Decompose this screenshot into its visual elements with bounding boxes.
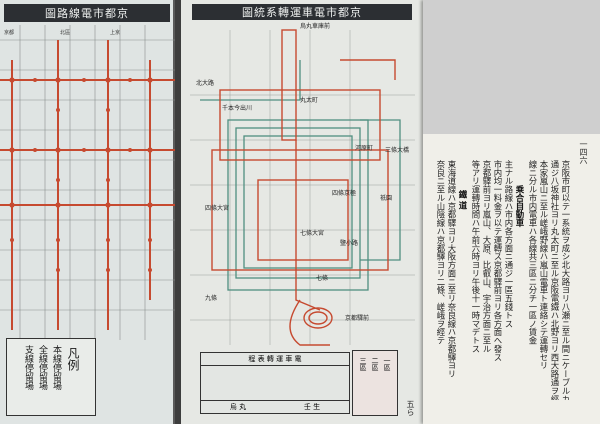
transfer-table: 程 表 轉 運 車 電 烏 丸 壬 生 (200, 352, 350, 414)
text-column: 本家嵐山ニ至ル嵯峨野線ハ嵐山電車ト連絡シテ運轉セリ (539, 160, 549, 370)
map-page-number: 五ら (406, 400, 415, 416)
route-map-title: 圖統系轉運車電市都京 (192, 4, 412, 20)
svg-text:北大路: 北大路 (196, 79, 214, 87)
transfer-table-footer: 烏 丸 壬 生 (201, 400, 349, 413)
text-column: 奈良ニ至ル山陰線ハ京都驛ヨリ二條、嵯峨ヲ經テ (436, 160, 446, 345)
fare-zone: 三區 (359, 357, 367, 371)
text-column: 京阪市町以テ一系統ヲ成シ北大路ヨリ八瀬ニ至ル間ニケーブルカーアリ (561, 160, 571, 400)
text-column: 京都驛前ヨリ嵐山、大原、比叡山、宇治方面ニ至ル (482, 160, 492, 353)
svg-text:千本今出川: 千本今出川 (222, 104, 252, 112)
legend-item: 本線停留場 (51, 345, 61, 390)
svg-text:烏丸車庫前: 烏丸車庫前 (300, 22, 330, 30)
text-column: 主ナル路線ハ市内各方面ニ通ジ一區五錢トス (504, 160, 514, 328)
svg-text:七條: 七條 (316, 274, 328, 282)
svg-text:鹽小路: 鹽小路 (340, 239, 358, 247)
route-map-drawing: 烏丸車庫前 北大路 千本今出川 丸太町 四條大宮 七條大宮 九條 鹽小路 七條 … (190, 22, 415, 362)
svg-text:九條: 九條 (205, 294, 217, 302)
table-foot-item: 壬 生 (303, 403, 321, 411)
fare-zone: 二區 (371, 357, 379, 371)
svg-text:丸太町: 丸太町 (300, 96, 318, 104)
svg-text:祇園: 祇園 (380, 194, 392, 202)
fare-zone-legend: 一區 二區 三區 (352, 350, 398, 416)
svg-text:四條大宮: 四條大宮 (205, 204, 229, 212)
left-map-title: 圖路線電市都京 (4, 4, 170, 22)
left-map-title-text: 圖路線電市都京 (45, 7, 129, 20)
fare-zone: 一區 (383, 357, 391, 371)
svg-text:河原町: 河原町 (355, 144, 373, 152)
transfer-table-title: 程 表 轉 運 車 電 (201, 353, 349, 366)
background-shadow (423, 0, 600, 134)
table-foot-item: 烏 丸 (229, 403, 247, 411)
section-heading: 鐵 道 (458, 190, 468, 210)
legend-item: 全線停留場 (37, 345, 47, 390)
svg-text:京都: 京都 (4, 29, 14, 36)
text-column: 市内均一料金ヲ以テ運轉ス京都驛前ヨリ各方面へ發ス (493, 160, 503, 362)
text-column: 等アリ運轉時間ハ午前六時ヨリ午後十一時マデトス (471, 160, 481, 353)
text-column: 通ジ八坂神社ヨリ丸太町ニ至ル京阪電鐵ハ北野ヨリ西大路通ヲ經テ (550, 160, 560, 400)
svg-text:京都驛前: 京都驛前 (345, 314, 369, 322)
svg-text:三條大橋: 三條大橋 (385, 146, 409, 154)
left-legend: 凡例 本線停留場 全線停留場 支線停留場 (6, 338, 96, 416)
section-heading: 乘合自動車 (515, 185, 525, 227)
text-column: 東海道線ハ京都驛ヨリ大阪方面ニ至リ奈良線ハ京都驛ヨリ (447, 160, 457, 379)
text-page-number: 一四六 (579, 140, 588, 164)
text-column: 線ニ分ル市内電車ハ各線共三區ニ分チ一區ノ賃金 (528, 160, 538, 345)
legend-item: 支線停留場 (23, 345, 33, 390)
svg-text:四條京極: 四條京極 (332, 189, 356, 197)
svg-text:七條大宮: 七條大宮 (300, 229, 324, 237)
svg-text:北區: 北區 (60, 29, 70, 36)
legend-title: 凡例 (66, 347, 80, 371)
svg-text:上京: 上京 (110, 29, 120, 36)
left-map-drawing: 京都 北區 上京 (0, 25, 175, 340)
route-map-title-text: 圖統系轉運車電市都京 (242, 6, 362, 19)
